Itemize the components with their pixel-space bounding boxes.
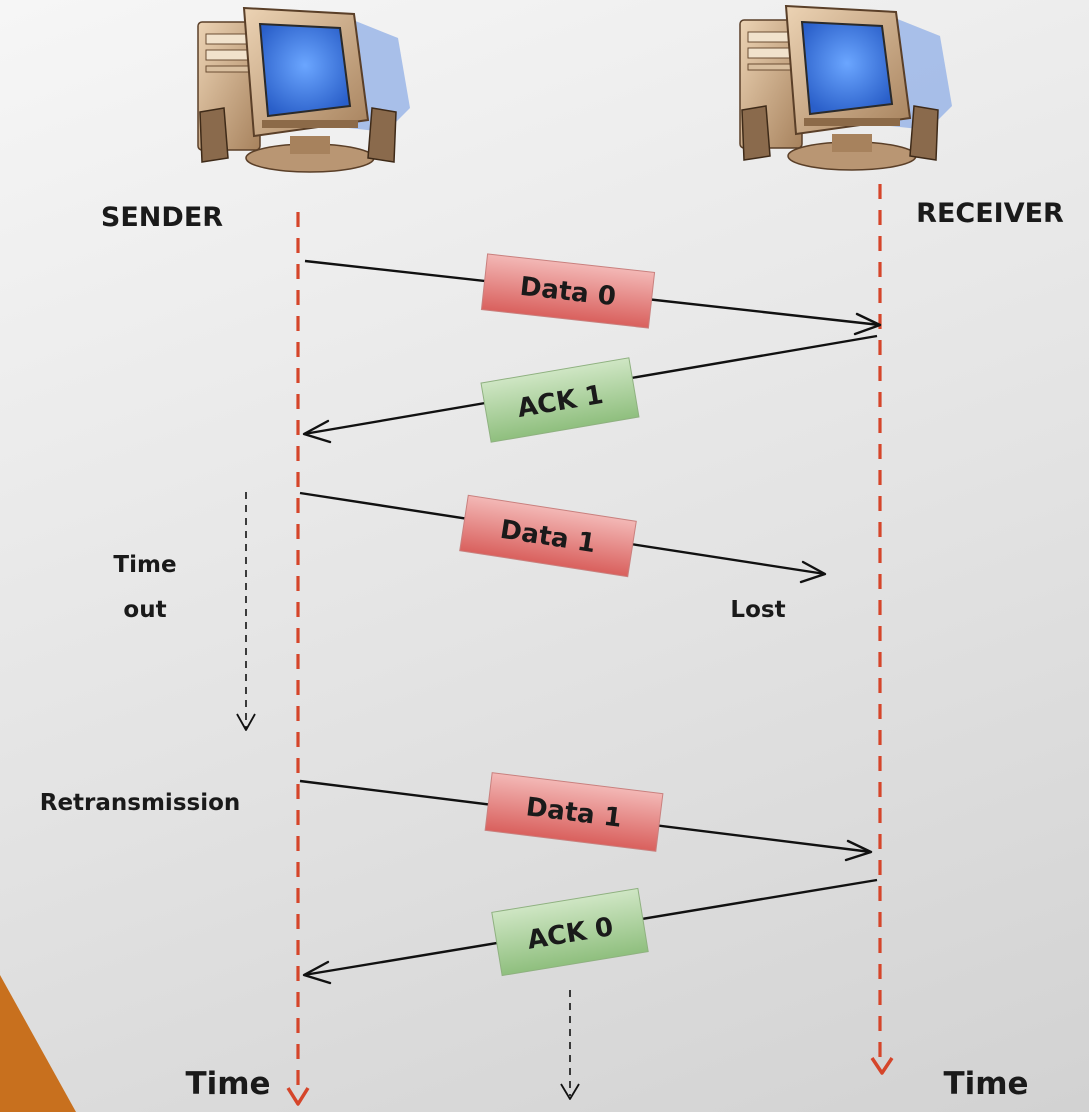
message-data-0: Data 0 [304, 253, 882, 336]
arrowhead [853, 312, 882, 336]
receiver-label: RECEIVER [916, 198, 1064, 229]
sender-lifeline-arrowhead [286, 1087, 310, 1106]
message-ack-1: ACK 1 [302, 334, 878, 444]
lost-label: Lost [730, 597, 785, 623]
message-data-1-lost: Data 1 [299, 491, 827, 584]
corner-accent [0, 975, 76, 1112]
message-data-1-retransmitted: Data 1 [299, 772, 873, 862]
ack-packet: ACK 0 [491, 887, 649, 977]
continuation-arrowhead [560, 1083, 580, 1100]
receiver-lifeline-arrowhead [870, 1057, 894, 1075]
data-packet: Data 1 [484, 772, 664, 852]
retransmission-label: Retransmission [40, 790, 241, 816]
timeout-timer-arrowhead [236, 713, 256, 731]
data-packet: Data 1 [459, 494, 637, 578]
arrowhead [302, 419, 332, 444]
message-ack-0: ACK 0 [302, 878, 878, 985]
timeout-label-line-2: out [123, 597, 166, 623]
arrowhead [844, 839, 873, 862]
ack-packet: ACK 1 [480, 357, 640, 443]
receiver-time-label: Time [943, 1066, 1028, 1102]
sender-time-label: Time [185, 1066, 270, 1102]
sender-label: SENDER [101, 202, 223, 233]
arrowhead [799, 560, 827, 584]
sender-computer-icon [197, 7, 411, 173]
timeout-label-line-1: Time [113, 552, 176, 578]
data-packet: Data 0 [480, 253, 656, 329]
receiver-computer-icon [739, 5, 953, 171]
arrowhead [302, 960, 332, 985]
